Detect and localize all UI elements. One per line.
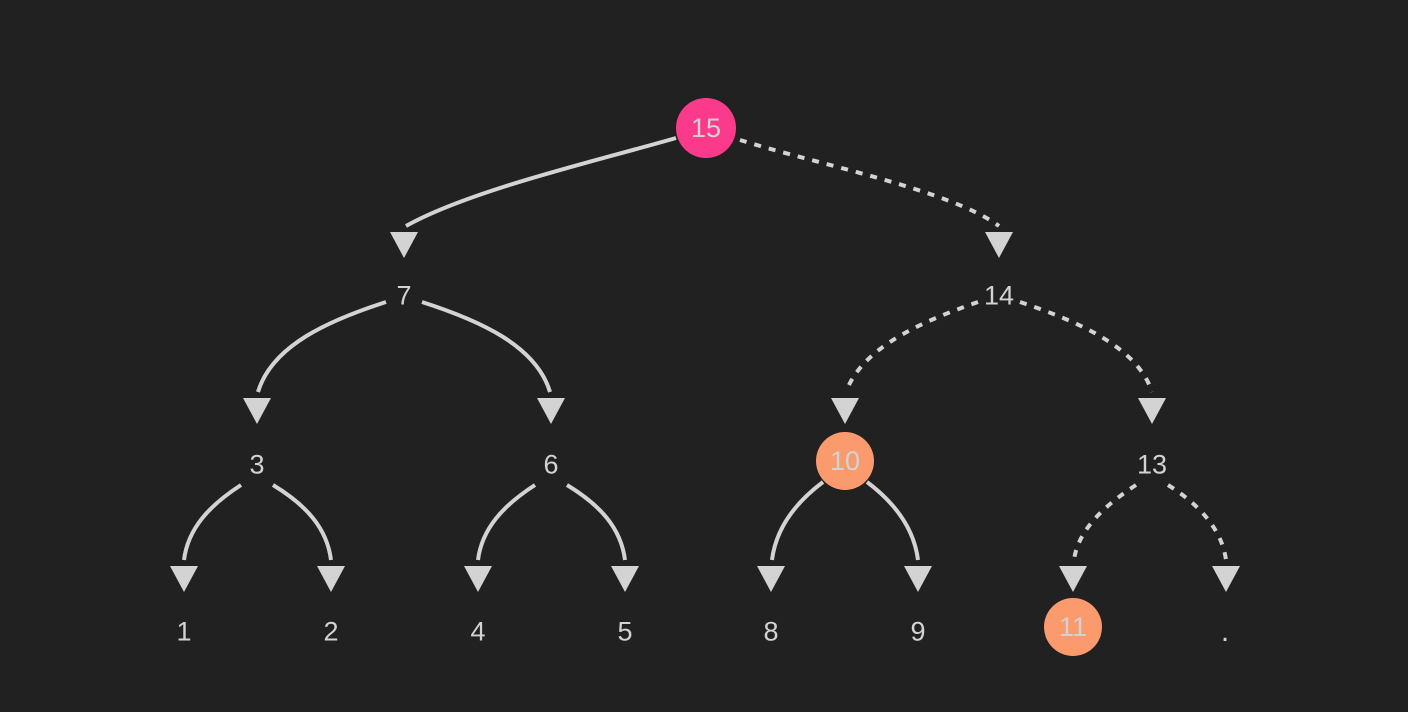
tree-edge — [844, 300, 979, 393]
tree-edge — [770, 480, 825, 561]
edge-arrowhead-icon — [170, 566, 198, 592]
tree-edge — [739, 138, 1001, 228]
tree-node-3[interactable]: 3 — [249, 449, 265, 480]
edge-arrowhead-icon — [1212, 566, 1240, 592]
tree-node-11[interactable]: 11 — [1044, 598, 1102, 656]
edge-arrowhead-icon — [831, 398, 859, 424]
tree-edge — [271, 483, 333, 561]
tree-node-5[interactable]: 5 — [617, 616, 633, 647]
tree-node-9[interactable]: 9 — [910, 616, 926, 647]
tree-edge — [865, 480, 920, 561]
edge-arrowhead-icon — [985, 232, 1013, 258]
tree-edge — [182, 483, 243, 561]
tree-edge — [421, 300, 552, 393]
tree-edge — [256, 300, 387, 393]
tree-edge — [476, 483, 537, 561]
edge-arrowhead-icon — [611, 566, 639, 592]
edge-arrowhead-icon — [243, 398, 271, 424]
edge-arrowhead-icon — [464, 566, 492, 592]
tree-edge — [565, 483, 627, 561]
tree-node-8[interactable]: 8 — [763, 616, 779, 647]
edge-arrowhead-icon — [390, 232, 418, 258]
tree-node-2[interactable]: 2 — [323, 616, 339, 647]
tree-edge — [1166, 483, 1228, 561]
edge-arrowhead-icon — [317, 566, 345, 592]
tree-node-15[interactable]: 15 — [676, 98, 736, 158]
edge-arrowhead-icon — [1059, 566, 1087, 592]
tree-edge — [1019, 300, 1154, 393]
tree-edge — [405, 136, 677, 228]
tree-node-6[interactable]: 6 — [543, 449, 559, 480]
edge-arrowhead-icon — [1138, 398, 1166, 424]
edge-arrowhead-icon — [537, 398, 565, 424]
tree-node-4[interactable]: 4 — [470, 616, 486, 647]
tree-edge — [1072, 483, 1138, 561]
tree-node-10[interactable]: 10 — [816, 432, 874, 490]
edge-arrowhead-icon — [757, 566, 785, 592]
tree-node-dot[interactable]: . — [1220, 614, 1230, 648]
edge-arrowhead-icon — [904, 566, 932, 592]
tree-node-1[interactable]: 1 — [176, 616, 192, 647]
tree-node-14[interactable]: 14 — [983, 280, 1015, 311]
tree-node-7[interactable]: 7 — [396, 280, 412, 311]
tree-node-13[interactable]: 13 — [1136, 449, 1168, 480]
